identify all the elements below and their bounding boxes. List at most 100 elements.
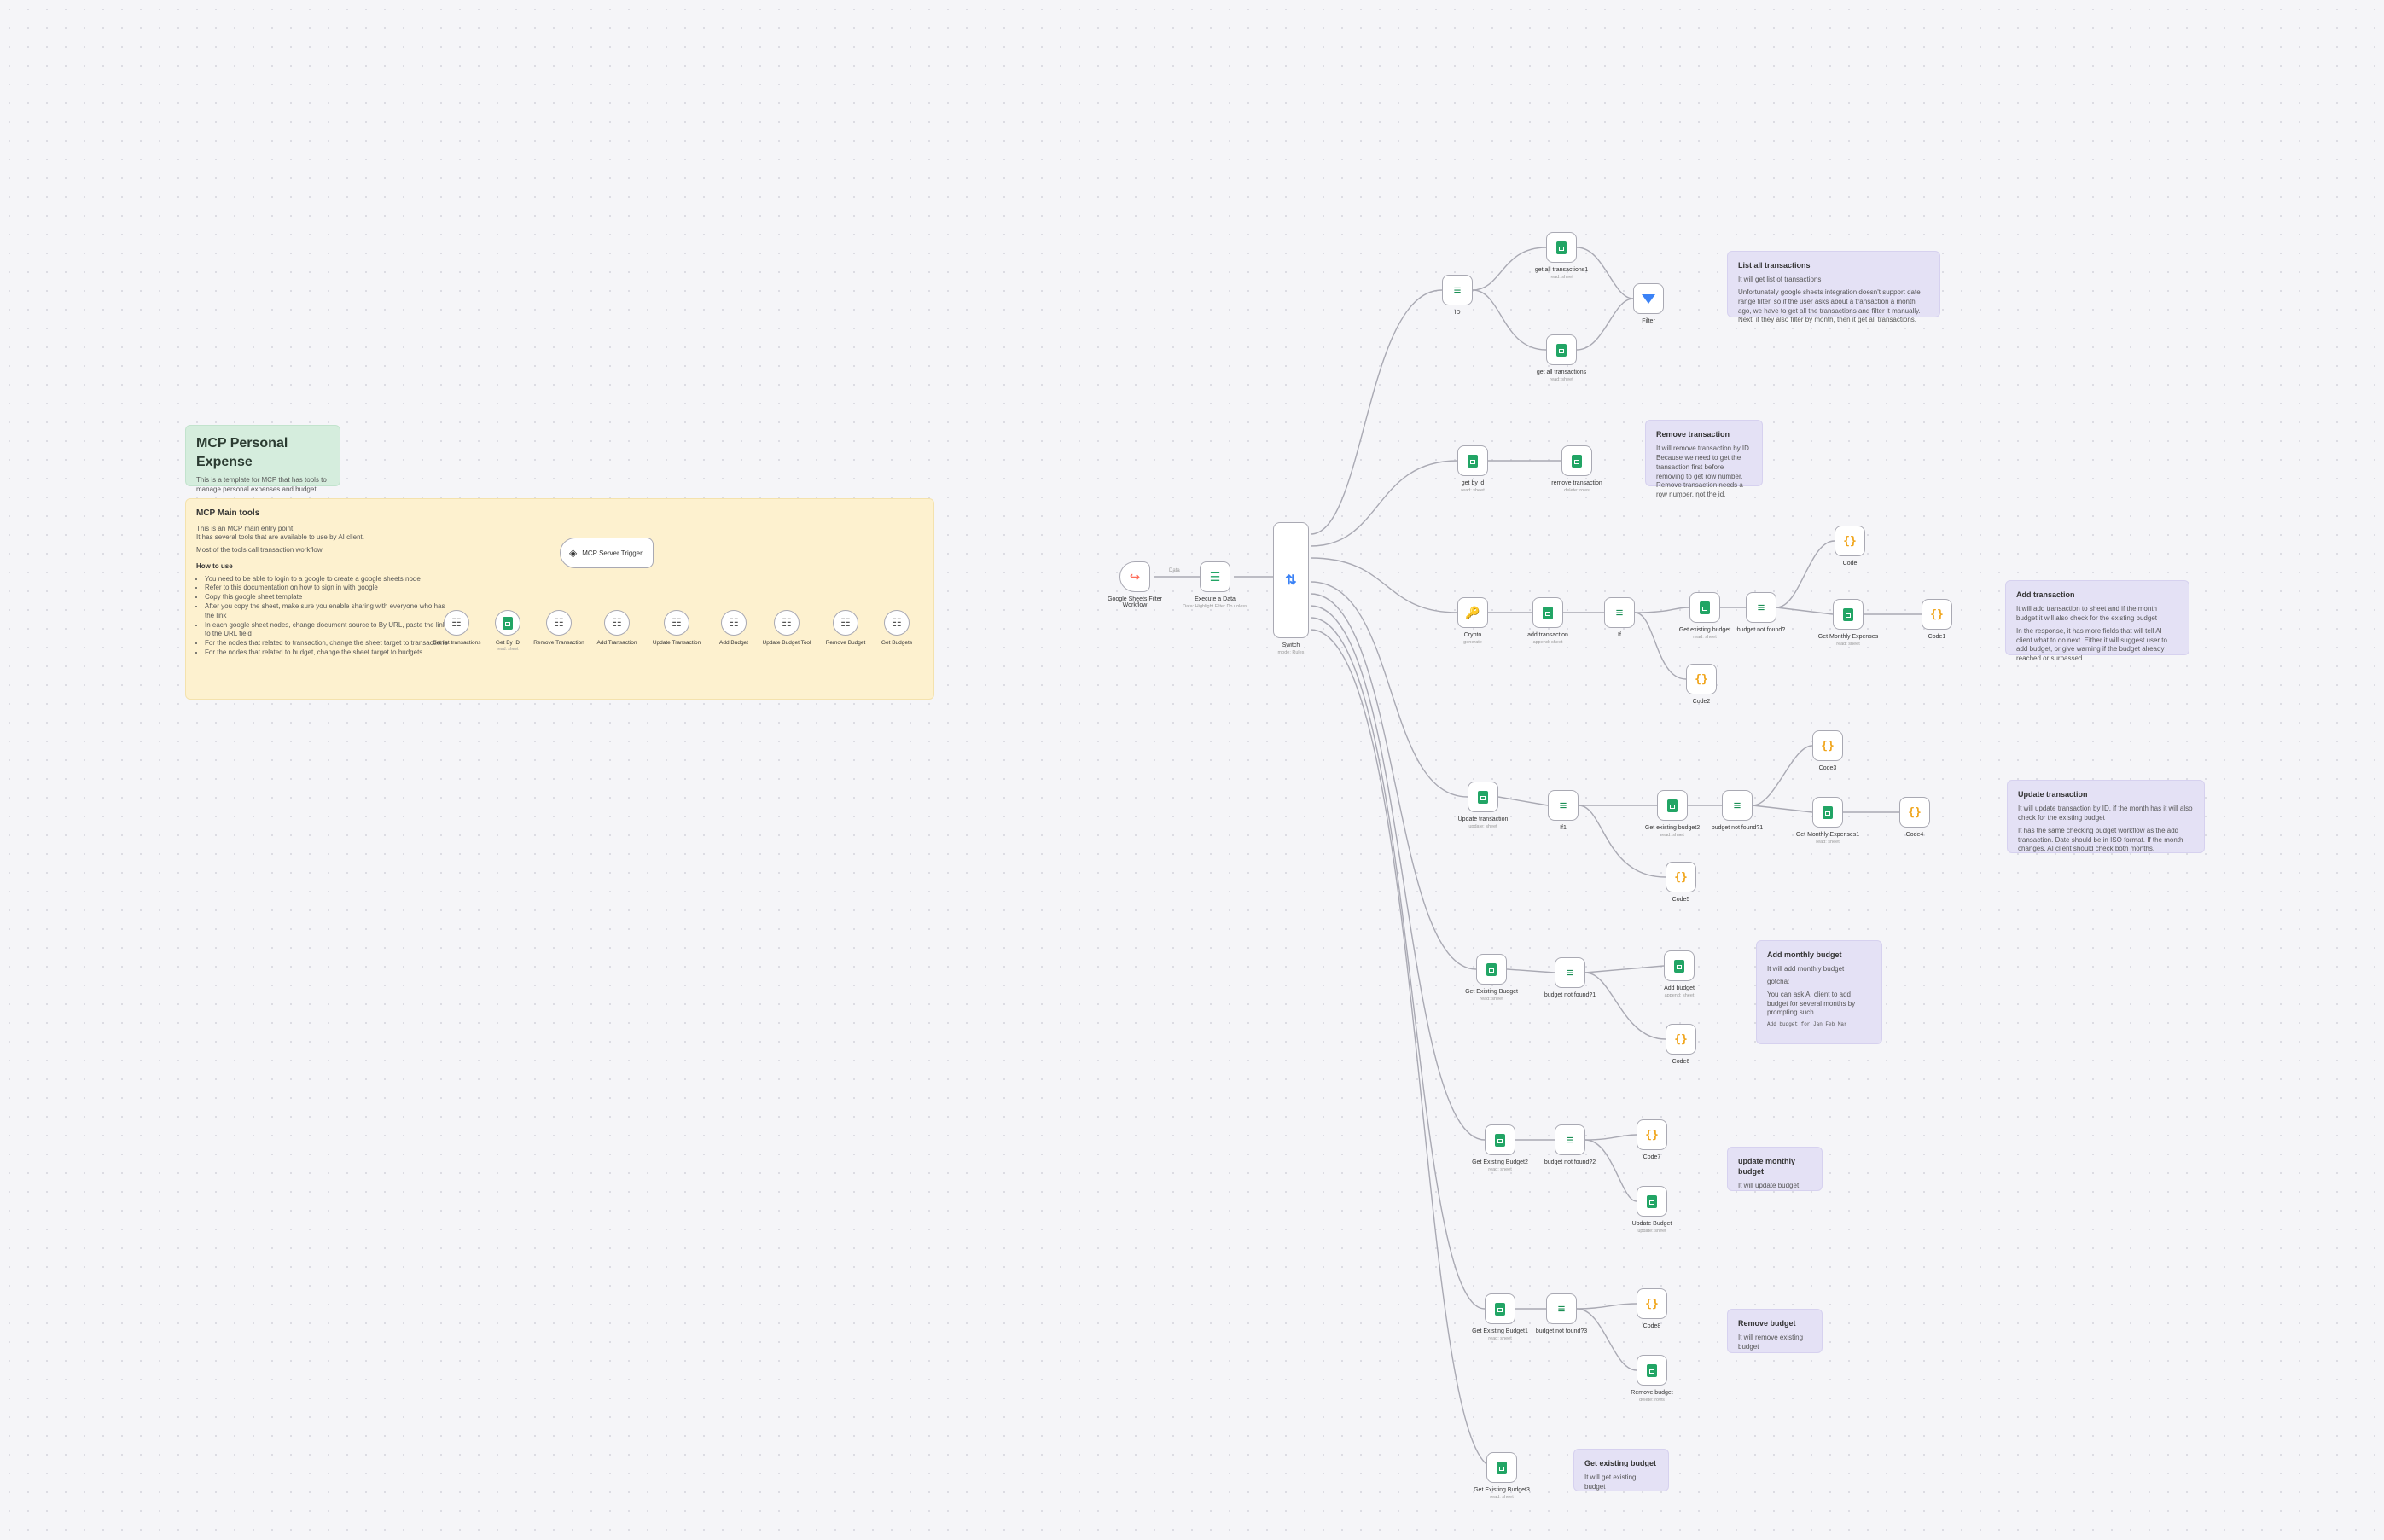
tool-node-remove-budget[interactable]: ☷Remove Budget bbox=[826, 610, 865, 646]
tool-node-update-transaction[interactable]: ☷Update Transaction bbox=[653, 610, 701, 646]
node-label: Get Existing Budget2 bbox=[1472, 1159, 1528, 1165]
if-icon: ≡ bbox=[1566, 965, 1574, 980]
sticky-note-title[interactable]: MCP Personal Expense This is a template … bbox=[185, 425, 340, 493]
code-icon: {} bbox=[1645, 1128, 1659, 1142]
code-node[interactable]: {}Code bbox=[1835, 526, 1865, 567]
code-icon: {} bbox=[1821, 739, 1835, 753]
node-label: If bbox=[1618, 632, 1621, 638]
tool-label: Add Transaction bbox=[596, 640, 637, 646]
sticky-note-update-transaction[interactable]: Update transaction It will update transa… bbox=[2007, 780, 2205, 853]
code1-node[interactable]: {}Code1 bbox=[1922, 599, 1952, 640]
node-sub: read: sheet bbox=[1660, 833, 1684, 838]
node-label: Update transaction bbox=[1457, 816, 1509, 822]
node-label: Code4 bbox=[1905, 832, 1924, 838]
tool-node-remove-transaction[interactable]: ☷Remove Transaction bbox=[533, 610, 584, 646]
tool-node-update-budget[interactable]: ☷Update Budget Tool bbox=[763, 610, 811, 646]
code7-node[interactable]: {}Code7 bbox=[1637, 1119, 1667, 1160]
note-body: It will update transaction by ID, if the… bbox=[2018, 805, 2193, 822]
sticky-note-add-monthly-budget[interactable]: Add monthly budget It will add monthly b… bbox=[1756, 940, 1882, 1044]
step-item: In each google sheet nodes, change docum… bbox=[205, 621, 452, 640]
google-sheets-icon bbox=[1700, 601, 1710, 614]
node-sub: read: sheet bbox=[1550, 377, 1573, 382]
tool-node-add-transaction[interactable]: ☷Add Transaction bbox=[597, 610, 637, 646]
budget-not-found-node[interactable]: ≡budget not found? bbox=[1737, 592, 1785, 633]
code3-node[interactable]: {}Code3 bbox=[1812, 730, 1843, 771]
budget-not-found2-node[interactable]: ≡budget not found?2 bbox=[1544, 1124, 1596, 1165]
tool-label: Update Transaction bbox=[652, 640, 701, 646]
google-sheets-icon bbox=[1495, 1302, 1505, 1316]
node-label: remove transaction bbox=[1551, 480, 1602, 486]
google-sheets-icon bbox=[1486, 962, 1497, 976]
node-label: add transaction bbox=[1527, 632, 1568, 638]
code2-node[interactable]: {}Code2 bbox=[1686, 664, 1717, 705]
remove-transaction-node[interactable]: remove transaction delete: rows bbox=[1551, 445, 1602, 493]
node-sub: delete: rows bbox=[1564, 488, 1590, 493]
node-label: get all transactions1 bbox=[1534, 267, 1589, 273]
get-all-transactions1-node[interactable]: get all transactions1 read: sheet bbox=[1535, 232, 1588, 280]
code-icon: {} bbox=[1645, 1297, 1659, 1310]
budget-not-found3-node[interactable]: ≡budget not found?3 bbox=[1536, 1293, 1587, 1334]
execution-data-node[interactable]: ☰ Execute a Data Data: Highlight Filter … bbox=[1183, 561, 1247, 609]
note-body: It will add monthly budget bbox=[1767, 965, 1845, 973]
sticky-note-add-transaction[interactable]: Add transaction It will add transaction … bbox=[2005, 580, 2189, 662]
step-item: After you copy the sheet, make sure you … bbox=[205, 602, 452, 621]
code5-node[interactable]: {}Code5 bbox=[1666, 862, 1696, 903]
if-node-add[interactable]: ≡If bbox=[1604, 597, 1635, 638]
sticky-note-list-transactions[interactable]: List all transactions It will get list o… bbox=[1727, 251, 1940, 323]
node-sub: update: sheet bbox=[1637, 1229, 1666, 1234]
note-body: It will remove transaction by ID. Becaus… bbox=[1656, 445, 1752, 499]
sticky-note-remove-transaction[interactable]: Remove transaction It will remove transa… bbox=[1645, 420, 1763, 498]
sticky-note-remove-budget[interactable]: Remove budget It will remove existing bu… bbox=[1727, 1309, 1823, 1353]
code6-node[interactable]: {}Code6 bbox=[1666, 1024, 1696, 1065]
sticky-note-get-existing-budget[interactable]: Get existing budget It will get existing… bbox=[1573, 1449, 1669, 1491]
code4-node[interactable]: {}Code4 bbox=[1899, 797, 1930, 838]
tool-label: Add Budget bbox=[719, 640, 748, 646]
sticky-note-main-tools[interactable]: MCP Main tools This is an MCP main entry… bbox=[185, 498, 934, 700]
execute-workflow-trigger-node[interactable]: ↪ Google Sheets Filter Workflow bbox=[1108, 561, 1162, 608]
sticky-main-steps: You need to be able to login to a google… bbox=[205, 575, 452, 658]
connection-label: Data bbox=[1169, 568, 1180, 573]
google-sheets-icon bbox=[1647, 1194, 1657, 1208]
node-sub: read: sheet bbox=[1550, 275, 1573, 280]
filter-node[interactable]: Filter bbox=[1633, 283, 1664, 324]
tool-node-add-budget[interactable]: ☷Add Budget bbox=[719, 610, 748, 646]
step-item: You need to be able to login to a google… bbox=[205, 575, 452, 584]
if-node-id[interactable]: ≡ID bbox=[1442, 275, 1473, 316]
code8-node[interactable]: {}Code8 bbox=[1637, 1288, 1667, 1329]
node-sub: read: sheet bbox=[1816, 840, 1840, 845]
tool-label: Get By ID bbox=[495, 640, 520, 646]
budget-not-found1-node[interactable]: ≡budget not found?1 bbox=[1712, 790, 1763, 831]
switch-node[interactable]: ⇅ Switch mode: Rules bbox=[1273, 522, 1309, 655]
tool-node-get-list-transactions[interactable]: ☷Get list transactions bbox=[432, 610, 481, 646]
switch-icon: ⇅ bbox=[1285, 573, 1297, 588]
sticky-note-update-monthly-budget[interactable]: update monthly budget It will update bud… bbox=[1727, 1147, 1823, 1191]
if1-node[interactable]: ≡If1 bbox=[1548, 790, 1579, 831]
budget-not-found-node-2[interactable]: ≡budget not found?1 bbox=[1544, 957, 1596, 998]
note-body: It will get existing budget bbox=[1584, 1473, 1637, 1491]
note-body: It will get list of transactions bbox=[1738, 276, 1822, 284]
tool-sub: read: sheet bbox=[497, 647, 519, 652]
tool-node-get-budgets[interactable]: ☷Get Budgets bbox=[881, 610, 912, 646]
mcp-server-trigger-node[interactable]: ◈ MCP Server Trigger bbox=[560, 538, 654, 568]
sticky-title-body: This is a template for MCP that has tool… bbox=[196, 476, 327, 493]
note-body: It will update budget bbox=[1738, 1182, 1800, 1190]
